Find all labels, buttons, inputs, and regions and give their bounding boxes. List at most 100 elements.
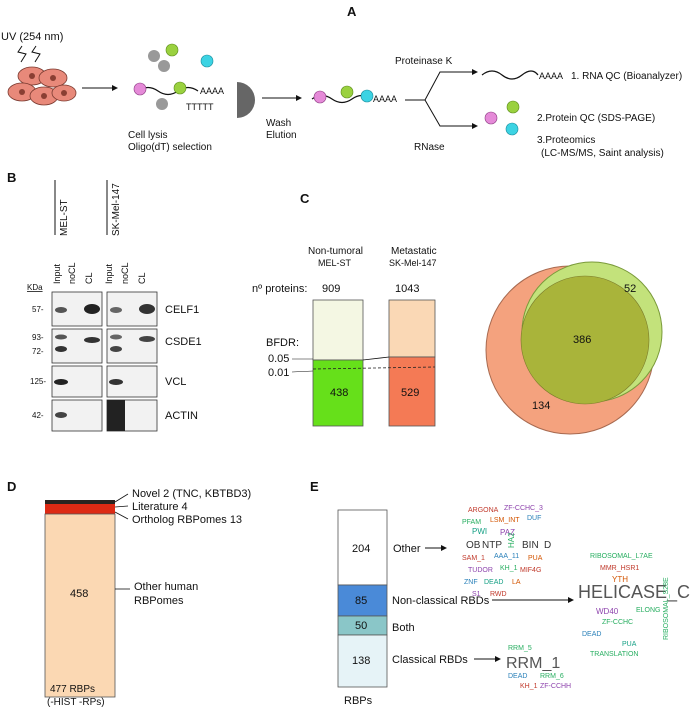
- arrow-e-classical-head: [495, 656, 501, 662]
- cloud-word-yth: YTH: [612, 575, 628, 584]
- value-other-human: 458: [70, 588, 88, 600]
- kda-label: KDa: [27, 283, 43, 292]
- svg-text:ZNF: ZNF: [464, 579, 478, 586]
- svg-text:RIBOSOMAL_S28E: RIBOSOMAL_S28E: [663, 577, 670, 640]
- seg-ortholog: [45, 509, 115, 514]
- panel-c-label: C: [300, 191, 310, 206]
- svg-text:RWD: RWD: [490, 591, 507, 598]
- blot-celf1: 57- CELF1: [32, 291, 199, 327]
- panel-d: D Novel 2 (TNC, KBTBD3) Literature 4 Ort…: [7, 479, 251, 708]
- branch-up-head: [472, 69, 478, 75]
- svg-text:TUDOR: TUDOR: [468, 567, 493, 574]
- label-novel: Novel 2 (TNC, KBTBD3): [132, 488, 251, 500]
- protein-cyan-icon: [505, 122, 519, 136]
- wordcloud-other: ARGONA ZF-CCHC_3 PFAM LSM_INT DUF PWI PA…: [462, 505, 551, 598]
- cloud-word-ob: OB: [466, 540, 481, 551]
- footer-d-2: (-HIST -RPs): [47, 697, 105, 708]
- protein-vcl: VCL: [165, 376, 186, 388]
- value-e-both: 50: [355, 620, 367, 632]
- blot-vcl: 125- VCL: [30, 365, 186, 398]
- col1-line1: Non-tumoral: [308, 246, 363, 257]
- venn-overlap-value: 386: [573, 334, 591, 346]
- cloud-word-pua: PUA: [528, 555, 543, 562]
- label-other-human-2: RBPomes: [134, 595, 184, 607]
- lane-cl-1: CL: [84, 272, 94, 284]
- panel-b: B MEL-ST SK-Mel-147 Input noCL CL Input …: [7, 170, 202, 432]
- svg-text:PAZ: PAZ: [500, 528, 515, 537]
- marker-57: 57-: [32, 305, 44, 314]
- output-3-line1: 3.Proteomics: [537, 135, 595, 146]
- bar-1-significant: [312, 359, 364, 427]
- bfdr-high: 0.05: [268, 353, 289, 365]
- cloud-word-wd40: WD40: [596, 607, 619, 616]
- col2-line1: Metastatic: [391, 246, 437, 257]
- seg-literature: [45, 504, 115, 509]
- branch-up: [405, 71, 472, 101]
- marker-72: 72-: [32, 347, 44, 356]
- arrow-e-nonclassical-head: [568, 597, 574, 603]
- svg-text:ZF-CCHC_3: ZF-CCHC_3: [504, 505, 543, 512]
- seg-other-human: [44, 513, 116, 698]
- marker-42: 42-: [32, 411, 44, 420]
- bfdr-tick-low: [291, 370, 314, 373]
- polya-text-3: AAAA: [539, 71, 563, 81]
- eluted-complex-icon: AAAA: [311, 85, 397, 104]
- svg-text:ELONG: ELONG: [636, 607, 661, 614]
- venn-overlap: [520, 275, 650, 405]
- step1-line1: Cell lysis: [128, 130, 167, 141]
- svg-text:RRM_5: RRM_5: [508, 645, 532, 652]
- cloud-word-ha2: HA2: [507, 532, 516, 548]
- cells-icon: [7, 66, 77, 106]
- rnase-label: RNase: [414, 142, 445, 153]
- output-1: 1. RNA QC (Bioanalyzer): [571, 71, 682, 82]
- protein-actin: ACTIN: [165, 410, 198, 422]
- label-literature: Literature 4: [132, 501, 188, 513]
- cloud-word-dead-c: DEAD: [508, 673, 527, 680]
- cloud-word-d: D: [544, 540, 551, 551]
- cloud-word-rrm6: RRM_6: [540, 673, 564, 680]
- protein-csde1: CSDE1: [165, 336, 202, 348]
- svg-text:SAM_1: SAM_1: [462, 555, 485, 562]
- panel-d-label: D: [7, 479, 16, 494]
- seg-e-nonclassical: [337, 584, 388, 617]
- svg-text:DUF: DUF: [527, 515, 541, 522]
- arrow-1-head: [112, 85, 118, 91]
- panel-a-label: A: [347, 4, 357, 19]
- wordcloud-nonclassical: RIBOSOMAL_L7AE MMR_HSR1 YTH HELICASE_C W…: [578, 553, 690, 658]
- svg-text:TRANSLATION: TRANSLATION: [590, 651, 639, 658]
- n1-value: 909: [322, 283, 340, 295]
- svg-text:S1: S1: [472, 591, 481, 598]
- step1-line2: Oligo(dT) selection: [128, 142, 212, 153]
- label-e-classical: Classical RBDs: [392, 654, 468, 666]
- venn-only-orange: 134: [532, 400, 550, 412]
- bfdr-label: BFDR:: [266, 337, 299, 349]
- branch-down: [424, 99, 472, 127]
- wordcloud-classical: RRM_5 RRM_1 DEAD KH_1 RRM_6 ZF-CCHH: [506, 645, 571, 690]
- sig2-value: 529: [401, 387, 419, 399]
- panel-c: C Non-tumoral MEL-ST Metastatic SK-Mel-1…: [252, 191, 663, 435]
- bar-2-total: [388, 299, 436, 358]
- cloud-word-kh1-c: KH_1: [520, 683, 538, 690]
- step2-line2: Elution: [266, 130, 297, 141]
- polya-text-2: AAAA: [373, 94, 397, 104]
- panel-e-label: E: [310, 479, 319, 494]
- bead-icon: [237, 82, 255, 118]
- seg-novel: [45, 500, 115, 504]
- value-e-other: 204: [352, 543, 370, 555]
- proteinase-label: Proteinase K: [395, 56, 453, 67]
- cloud-word-dead-other: DEAD: [484, 579, 503, 586]
- marker-93: 93-: [32, 333, 44, 342]
- output-3-line2: (LC-MS/MS, Saint analysis): [541, 148, 664, 159]
- cell-line-mel-st: MEL-ST: [59, 199, 70, 236]
- uv-label: UV (254 nm): [1, 31, 63, 43]
- arrow-2-head: [296, 95, 302, 101]
- uv-ray-2: [31, 45, 41, 63]
- svg-text:RIBOSOMAL_L7AE: RIBOSOMAL_L7AE: [590, 553, 653, 560]
- cell-line-sk-mel: SK-Mel-147: [111, 183, 122, 236]
- lane-input-2: Input: [104, 263, 114, 284]
- seg-e-other: [337, 509, 388, 586]
- lane-nocl-1: noCL: [67, 262, 77, 284]
- bar-2-significant: [388, 356, 436, 427]
- label-other-human-1: Other human: [134, 581, 198, 593]
